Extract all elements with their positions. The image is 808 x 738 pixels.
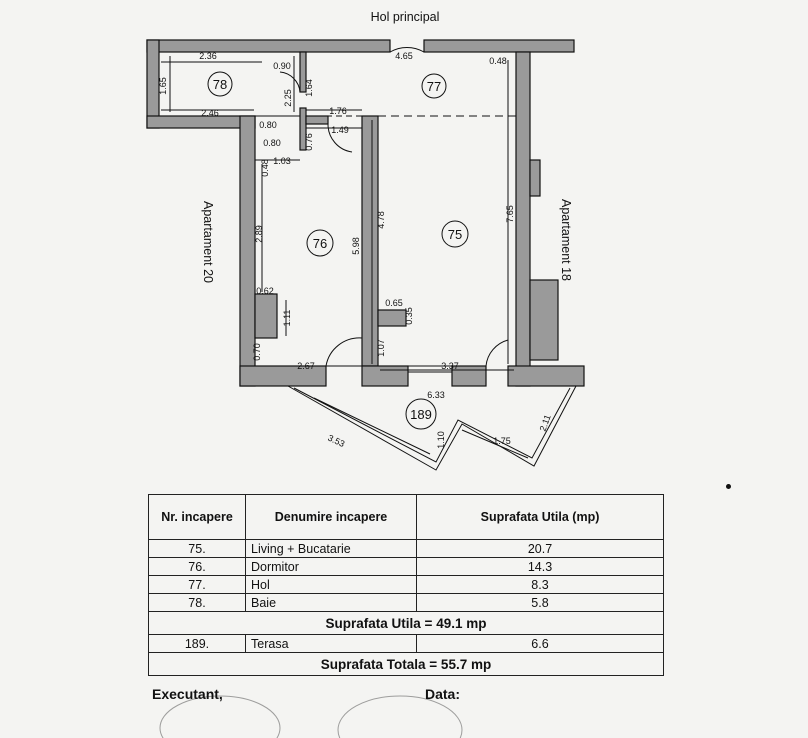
date-label: Data: [425,686,461,702]
svg-text:1.65: 1.65 [158,77,168,95]
right-apartment-label: Apartament 18 [559,199,573,281]
svg-text:3.37: 3.37 [441,361,459,371]
svg-text:3.53: 3.53 [326,433,346,449]
svg-text:0.48: 0.48 [260,159,270,177]
left-apartment-label: Apartament 20 [201,201,215,283]
svg-text:2.25: 2.25 [283,89,293,107]
ink-dot [726,484,731,489]
svg-text:6.33: 6.33 [427,390,445,400]
subtotal-row: Suprafata Utila = 49.1 mp [148,611,664,635]
svg-text:7.65: 7.65 [505,205,515,223]
table-row: 77. Hol 8.3 [148,575,664,594]
dimension-labels: 2.36 0.90 4.65 0.48 2.46 0.80 0.80 1.76 … [158,51,553,449]
room-75-label: 75 [448,227,462,242]
room-76-label: 76 [313,236,327,251]
svg-text:1.07: 1.07 [376,339,386,357]
table-row: 75. Living + Bucatarie 20.7 [148,539,664,558]
svg-text:1.76: 1.76 [329,106,347,116]
svg-text:4.65: 4.65 [395,51,413,61]
room-labels: 78 77 76 75 189 [207,71,469,430]
table-row: 76. Dormitor 14.3 [148,557,664,576]
table-row: 78. Baie 5.8 [148,593,664,612]
svg-text:2.89: 2.89 [254,225,264,243]
svg-text:0.80: 0.80 [259,120,277,130]
svg-text:4.78: 4.78 [376,211,386,229]
area-table: Nr. incapere Denumire incapere Suprafata… [148,494,664,676]
svg-text:0.80: 0.80 [263,138,281,148]
svg-text:0.35: 0.35 [404,307,414,325]
svg-text:1.10: 1.10 [436,431,446,449]
plan-lines [159,46,577,471]
room-77-label: 77 [427,79,441,94]
svg-text:1.75: 1.75 [493,436,511,446]
svg-text:0.62: 0.62 [256,286,274,296]
svg-text:1.64: 1.64 [304,79,314,97]
svg-text:0.70: 0.70 [252,343,262,361]
svg-text:5.98: 5.98 [351,237,361,255]
svg-text:1.11: 1.11 [282,310,292,327]
header-name: Denumire incapere [245,494,417,540]
svg-text:0.90: 0.90 [273,61,291,71]
svg-text:2.36: 2.36 [199,51,217,61]
svg-text:1.49: 1.49 [331,125,349,135]
total-row: Suprafata Totala = 55.7 mp [148,652,664,676]
header-area: Suprafata Utila (mp) [416,494,664,540]
terrace-row: 189. Terasa 6.6 [148,634,664,653]
svg-text:0.76: 0.76 [304,133,314,151]
walls [146,39,585,387]
svg-text:0.65: 0.65 [385,298,403,308]
svg-text:2.46: 2.46 [201,108,219,118]
svg-text:2.11: 2.11 [538,413,553,432]
table-header-row: Nr. incapere Denumire incapere Suprafata… [148,494,664,540]
header-nr: Nr. incapere [148,494,246,540]
svg-text:0.48: 0.48 [489,56,507,66]
floor-plan: Hol principal [146,10,585,471]
hall-label: Hol principal [371,10,440,24]
svg-text:2.67: 2.67 [297,361,315,371]
room-78-label: 78 [213,77,227,92]
svg-text:1.03: 1.03 [273,156,291,166]
executant-label: Executant, [152,686,223,702]
room-189-label: 189 [410,407,432,422]
